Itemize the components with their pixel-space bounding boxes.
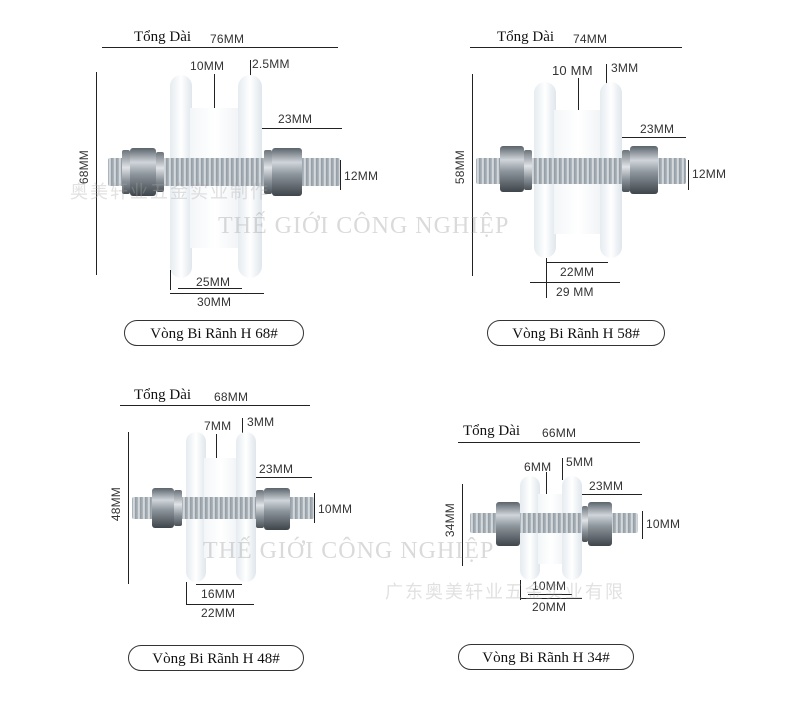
bolt-length-line bbox=[622, 137, 686, 138]
nut-left bbox=[152, 488, 174, 528]
dim-wheel-width: 20MM bbox=[532, 600, 567, 614]
total-length-value: 74MM bbox=[573, 32, 608, 46]
bolt-length-line bbox=[580, 494, 642, 495]
dim-groove-width: 16MM bbox=[201, 587, 236, 601]
groove-depth-line bbox=[216, 434, 217, 460]
bolt-length-line bbox=[252, 477, 312, 478]
watermark-faint: 广东奥美轩业五金实业有限 bbox=[385, 582, 625, 602]
washer bbox=[174, 490, 182, 526]
dim-groove-width: 25MM bbox=[196, 275, 231, 289]
dim-shaft: 12MM bbox=[344, 169, 379, 183]
dim-groove-width: 10MM bbox=[532, 579, 567, 593]
height-line bbox=[128, 432, 129, 584]
groove-width-line bbox=[546, 262, 608, 263]
dim-bolt-length: 23MM bbox=[640, 122, 675, 136]
flange-line bbox=[606, 64, 607, 88]
flange-line bbox=[250, 60, 251, 84]
groove-width-line bbox=[196, 584, 242, 585]
caption-h68: Vòng Bi Rãnh H 68# bbox=[124, 320, 304, 346]
total-length-line bbox=[120, 405, 310, 406]
dim-groove-depth: 6MM bbox=[524, 460, 552, 474]
nut-left bbox=[130, 148, 156, 196]
caption-h34: Vòng Bi Rãnh H 34# bbox=[458, 644, 634, 670]
total-length-line bbox=[470, 47, 682, 48]
dim-tick bbox=[170, 270, 171, 290]
washer bbox=[156, 152, 164, 192]
total-length-value: 66MM bbox=[542, 426, 577, 440]
dim-height: 58MM bbox=[453, 150, 467, 185]
caption-h58: Vòng Bi Rãnh H 58# bbox=[487, 320, 665, 346]
washer bbox=[264, 150, 272, 194]
washer bbox=[122, 150, 130, 194]
dim-groove-depth: 10MM bbox=[190, 59, 225, 73]
watermark-text: THẾ GIỚI CÔNG NGHIỆP bbox=[203, 538, 495, 564]
washer bbox=[582, 506, 588, 542]
total-length-label: Tổng Dài bbox=[463, 423, 521, 439]
washer bbox=[524, 150, 532, 190]
total-length-label: Tổng Dài bbox=[134, 387, 192, 403]
shaft-line bbox=[314, 493, 315, 523]
dim-bolt-length: 23MM bbox=[589, 479, 624, 493]
dim-tick bbox=[520, 580, 521, 600]
dim-tick bbox=[186, 582, 187, 604]
groove-width-line bbox=[178, 288, 242, 289]
dim-height: 34MM bbox=[443, 503, 457, 538]
caption-h48: Vòng Bi Rãnh H 48# bbox=[128, 645, 304, 671]
wheel-width-line bbox=[186, 604, 254, 605]
dim-height: 48MM bbox=[109, 487, 123, 522]
dim-groove-width: 22MM bbox=[560, 265, 595, 279]
height-line bbox=[462, 484, 463, 566]
dim-wheel-width: 30MM bbox=[197, 295, 232, 309]
dim-wheel-width: 29 MM bbox=[556, 285, 594, 299]
dim-shaft: 12MM bbox=[692, 167, 727, 181]
total-length-value: 76MM bbox=[210, 32, 245, 46]
dim-bolt-length: 23MM bbox=[259, 462, 294, 476]
nut-right bbox=[630, 146, 658, 194]
flange-line bbox=[242, 418, 243, 440]
height-line bbox=[472, 74, 473, 276]
dim-flange-thickness: 2.5MM bbox=[252, 57, 290, 71]
dim-groove-depth: 10 MM bbox=[552, 63, 593, 78]
total-length-label: Tổng Dài bbox=[497, 29, 555, 45]
total-length-line bbox=[458, 442, 640, 443]
dim-shaft: 10MM bbox=[318, 502, 353, 516]
washer bbox=[622, 150, 630, 192]
nut-right bbox=[272, 148, 302, 196]
shaft-line bbox=[642, 511, 643, 539]
watermark-text: THẾ GIỚI CÔNG NGHIỆP bbox=[218, 213, 510, 239]
groove-depth-line bbox=[214, 74, 215, 108]
dim-shaft: 10MM bbox=[646, 517, 681, 531]
nut-left bbox=[496, 502, 520, 546]
total-length-label: Tổng Dài bbox=[134, 29, 192, 45]
bolt-length-line bbox=[262, 128, 342, 129]
groove-depth-line bbox=[546, 472, 547, 494]
nut-right bbox=[264, 488, 290, 530]
height-line bbox=[96, 72, 97, 275]
dim-bolt-length: 23MM bbox=[278, 112, 313, 126]
wheel-width-line bbox=[170, 293, 264, 294]
nut-left bbox=[500, 146, 524, 192]
dim-flange-thickness: 3MM bbox=[247, 415, 275, 429]
groove-depth-line bbox=[578, 78, 579, 110]
wheel-width-line bbox=[520, 598, 582, 599]
dim-groove-depth: 7MM bbox=[204, 419, 232, 433]
shaft-line bbox=[340, 160, 341, 190]
wheel-width-line bbox=[530, 282, 620, 283]
groove-width-line bbox=[528, 594, 572, 595]
watermark-faint: 奥美轩业五金实业制作 bbox=[70, 182, 270, 202]
flange-line bbox=[562, 458, 563, 480]
dim-flange-thickness: 5MM bbox=[566, 455, 594, 469]
total-length-line bbox=[102, 47, 338, 48]
total-length-value: 68MM bbox=[214, 390, 249, 404]
washer bbox=[256, 490, 264, 528]
shaft-line bbox=[688, 160, 689, 190]
dim-wheel-width: 22MM bbox=[201, 606, 236, 620]
dim-flange-thickness: 3MM bbox=[611, 61, 639, 75]
dim-tick bbox=[546, 258, 547, 298]
nut-right bbox=[588, 502, 612, 546]
